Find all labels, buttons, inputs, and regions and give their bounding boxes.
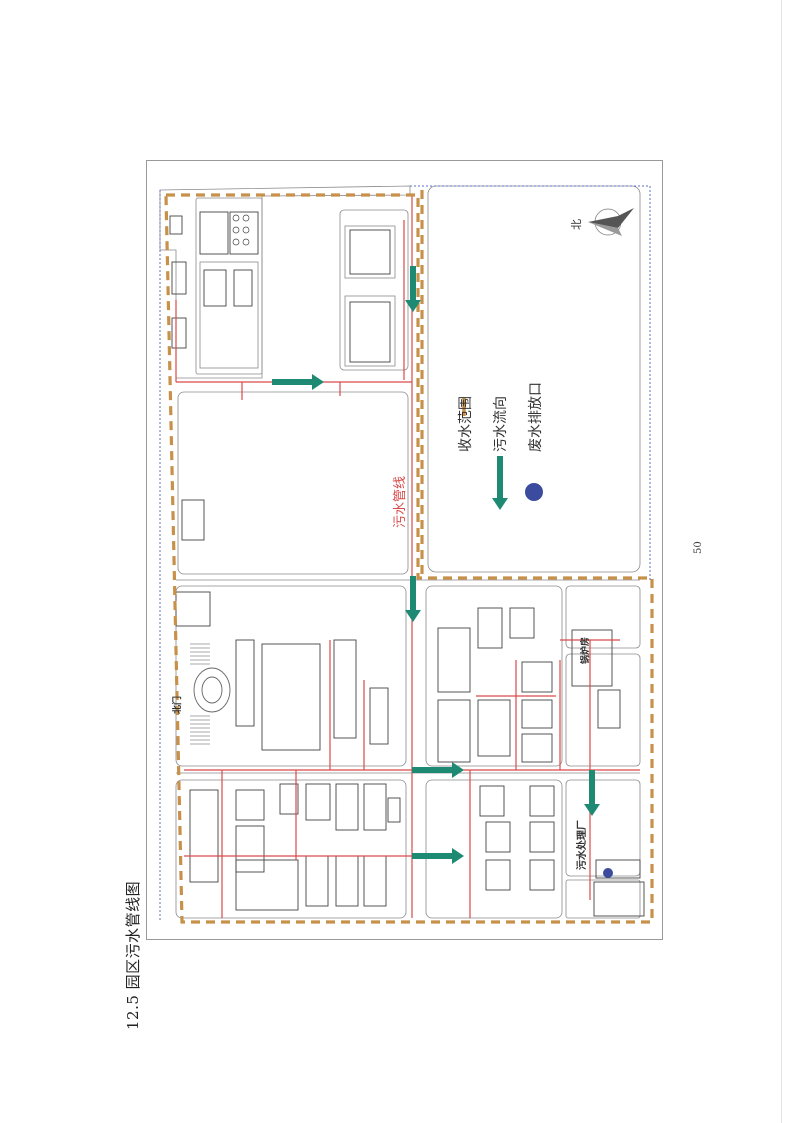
scan-edge (781, 0, 782, 1123)
north-gate-label: 北门 (171, 696, 183, 714)
north-roundabout (193, 667, 231, 713)
buildings (169, 211, 645, 917)
flow-arrow (405, 576, 421, 622)
flow-arrow (272, 374, 324, 390)
legend-label-flow: 污水流向 (493, 396, 509, 452)
wwtp-label: 污水处理厂 (575, 820, 588, 870)
legend-label-collection: 收水范围 (457, 396, 474, 452)
flow-arrow (412, 762, 464, 778)
tank-circles (232, 214, 250, 246)
flow-arrow (405, 266, 421, 312)
legend-label-outfall: 废水排放口 (528, 382, 544, 452)
legend (462, 398, 543, 510)
north-label: 北 (570, 219, 583, 230)
north-arrow-icon (588, 208, 634, 236)
legend-dot-swatch (525, 483, 543, 501)
collection-boundary (164, 190, 654, 924)
flow-arrow (412, 848, 464, 864)
outfall-dot-icon (603, 868, 613, 878)
legend-arrow-swatch (492, 456, 508, 510)
page-number: 50 (693, 541, 704, 554)
boiler-label: 锅炉房 (579, 637, 591, 665)
parking-stripes (190, 643, 210, 745)
road-network (159, 185, 641, 919)
blue-dotted-boundary (159, 185, 651, 920)
flow-arrows (272, 266, 600, 864)
pipe-label: 污水管线 (393, 476, 408, 528)
figure-caption: 12.5 园区污水管线图 (124, 880, 142, 1030)
flow-arrow (584, 770, 600, 816)
